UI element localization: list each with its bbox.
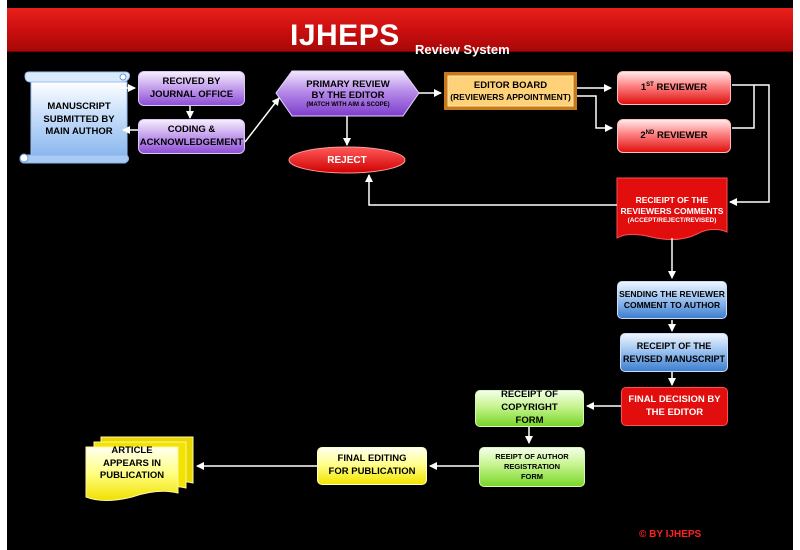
page-subtitle: Review System <box>415 42 510 57</box>
reviewer2-text: REVIEWER <box>656 130 708 142</box>
page-title: IJHEPS <box>290 19 400 52</box>
reviewer2-node: 2ND REVIEWER <box>617 119 731 153</box>
author-registration-node: REEIPT OF AUTHOR REGISTRATION FORM <box>479 447 585 487</box>
manuscript-scroll-shape <box>19 71 130 164</box>
editor-board-label: EDITOR BOARD <box>473 80 548 92</box>
primary-review-label: PRIMARY REVIEW BY THE EDITOR <box>306 79 390 102</box>
reject-ellipse <box>288 146 406 174</box>
sending-comment-node: SENDING THE REVIEWER COMMENT TO AUTHOR <box>617 281 727 319</box>
arrow-coding-to-primary-review <box>244 97 280 143</box>
final-decision-label: FINAL DECISION BY THE EDITOR <box>628 393 721 418</box>
receipt-revised-node: RECEIPT OF THE REVISED MANUSCRIPT <box>620 333 728 372</box>
editor-board-node: EDITOR BOARD (REVIEWERS APPOINTMENT) <box>448 76 573 106</box>
diagram-canvas: IJHEPS Review System <box>7 0 793 550</box>
sending-comment-label: SENDING THE REVIEWER COMMENT TO AUTHOR <box>619 288 725 310</box>
editor-board-note: (REVIEWERS APPOINTMENT) <box>450 91 571 102</box>
author-registration-label: REEIPT OF AUTHOR REGISTRATION FORM <box>495 451 569 482</box>
article-appears-label: ARTICLE APPEARS IN PUBLICATION <box>99 444 165 482</box>
copyright-text: © BY IJHEPS <box>639 529 702 540</box>
reject-node: REJECT <box>289 150 405 172</box>
receipt-comments-node: RECIEIPT OF THE REVIEWERS COMMENTS (ACCE… <box>619 190 725 230</box>
reviewer1-node: 1ST REVIEWER <box>617 71 731 105</box>
reviewer1-text: REVIEWER <box>656 82 708 94</box>
reject-label: REJECT <box>327 155 367 167</box>
manuscript-label: MANUSCRIPT SUBMITTED BY MAIN AUTHOR <box>43 100 115 138</box>
reviewer2-label: 2ND REVIEWER <box>640 129 707 143</box>
reviewer1-suffix: ST <box>646 82 654 89</box>
copyright-form-label: RECEIPT OF COPYRIGHT FORM <box>500 389 558 426</box>
article-appears-node: ARTICLE APPEARS IN PUBLICATION <box>88 444 176 482</box>
manuscript-node: MANUSCRIPT SUBMITTED BY MAIN AUTHOR <box>33 90 125 150</box>
receipt-comments-label: RECIEIPT OF THE REVIEWERS COMMENTS <box>620 194 724 216</box>
final-editing-node: FINAL EDITING FOR PUBLICATION <box>317 447 427 485</box>
copyright-form-node: RECEIPT OF COPYRIGHT FORM <box>475 389 584 427</box>
header-banner: IJHEPS Review System <box>7 8 793 57</box>
connector-reviewer2-right <box>732 85 755 129</box>
final-editing-label: FINAL EDITING FOR PUBLICATION <box>328 453 416 477</box>
primary-review-hexagon <box>275 70 420 117</box>
reviewer2-number: 2 <box>640 130 646 142</box>
coding-node: CODING & ACKNOWLEDGEMENT <box>138 119 245 154</box>
received-node: RECIVED BY JOURNAL OFFICE <box>138 71 245 106</box>
receipt-comments-note: (ACCEPT/REJECT/REVISED) <box>627 216 717 224</box>
article-document-stack <box>85 436 194 501</box>
reviewer1-number: 1 <box>640 82 647 94</box>
editor-board-bevel <box>444 72 577 110</box>
primary-review-node: PRIMARY REVIEW BY THE EDITOR (MATCH WITH… <box>289 72 407 116</box>
received-label: RECIVED BY JOURNAL OFFICE <box>149 75 234 100</box>
reviewer-comments-shape <box>616 177 728 240</box>
receipt-revised-label: RECEIPT OF THE REVISED MANUSCRIPT <box>622 341 725 364</box>
arrow-comments-to-reject <box>365 174 617 206</box>
final-decision-node: FINAL DECISION BY THE EDITOR <box>621 387 728 426</box>
connector-reviewer1-right <box>729 84 770 206</box>
reviewer1-label: 1ST REVIEWER <box>641 81 707 95</box>
primary-review-note: (MATCH WITH AIM & SCOPE) <box>306 101 390 108</box>
connector-layer <box>19 70 770 501</box>
reviewer2-suffix: ND <box>645 130 655 137</box>
arrow-editor-to-reviewer2 <box>577 95 613 132</box>
coding-label: CODING & ACKNOWLEDGEMENT <box>139 123 244 148</box>
